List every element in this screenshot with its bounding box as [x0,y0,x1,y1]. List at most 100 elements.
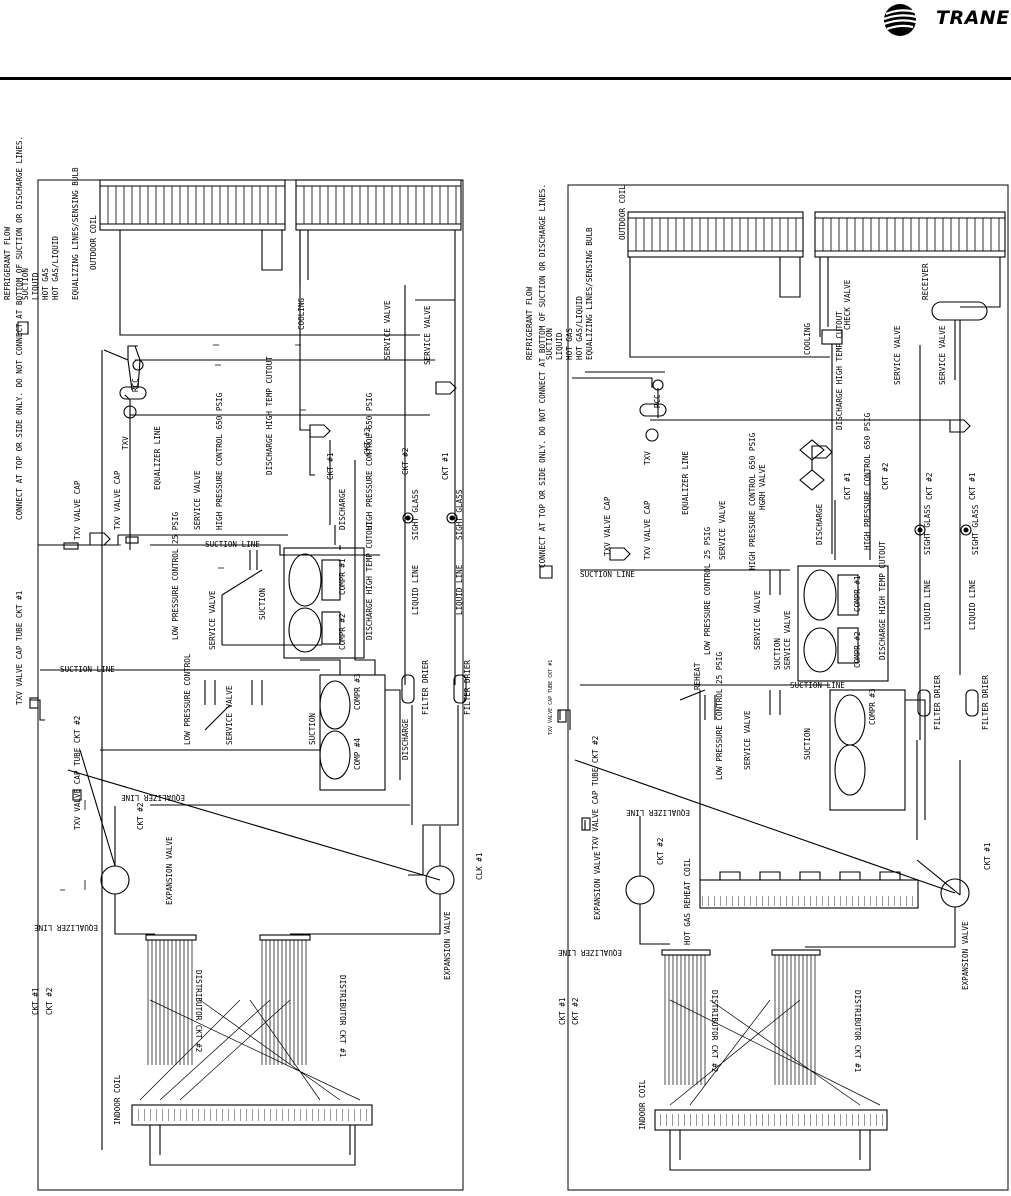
right-filter-drier-label-2: FILTER DRIER [981,675,990,730]
legend-item: HOT GAS [565,328,574,360]
legend-item: REFRIGERANT FLOW [3,226,12,300]
left-filter-drier-b [453,674,467,704]
receiver [931,301,988,321]
right-compr-box-a [797,565,889,682]
left-ckt1-label: CKT #1 [326,452,335,480]
right-hp-control-label: HIGH PRESSURE CONTROL 650 PSIG [748,432,757,570]
right-expansion-valve-a [625,875,655,905]
right-distributor1-label: DISTRIBUTOR CKT #1 [853,990,862,1073]
left-sight-glass-b [446,512,458,524]
left-suction-label: SUCTION [258,588,267,620]
right-ckt1-label-2: CKT #1 [968,472,977,500]
left-txv-cap-label: TXV VALVE CAP [73,480,82,540]
left-txv-cap-tube2-label: TXV VALVE CAP TUBE CKT #2 [73,716,82,830]
left-ckt2-label: CKT #2 [363,428,372,455]
left-expansion-valve-label-2: EXPANSION VALVE [443,911,452,980]
legend-item: EQUALIZING LINES/SENSING BULB [71,167,80,300]
right-filter-drier-label: FILTER DRIER [933,675,942,730]
left-lp-control-label: LOW PRESSURE CONTROL 25 PSIG [171,512,180,640]
connection-note: CONNECT AT TOP OR SIDE ONLY. DO NOT CONN… [15,136,24,520]
left-suction-label-2: SUCTION [308,713,317,745]
left-outdoor-coil-label: OUTDOOR COIL [89,215,98,270]
outdoor-coil-block-c [627,211,804,258]
left-compr-box-a [283,547,365,659]
header-rule [0,77,1011,80]
left-distributor1-label: DISTRIBUTOR CKT #1 [338,975,347,1058]
left-filter-drier-label: FILTER DRIER [421,660,430,715]
left-compr3-label: COMPR #3 [353,673,362,710]
left-sight-glass-label: SIGHT GLASS [411,489,420,540]
legend-item: SUCTION [545,328,554,360]
right-discharge-cutout-label-2: DISCHARGE HIGH TEMP CUTOUT [878,541,887,660]
right-suction-label: SUCTION [773,638,782,670]
right-compr-box-b [829,689,906,811]
right-service-valve-label: SERVICE VALVE [893,325,902,385]
outdoor-coil-block-a [99,179,286,231]
left-suction-line-label-2: SUCTION LINE [60,665,115,674]
right-suction-line-label: SUCTION LINE [580,570,635,579]
right-ckt1-label-3: CKT #1 [983,842,992,870]
left-ckt2-label-2: CKT #2 [401,448,410,475]
left-compr-box-b [319,674,386,791]
left-ckt1-label-3: CKT #1 [31,987,40,1015]
right-schematic [539,184,1009,1191]
left-indoor-coil-label: INDOOR COIL [113,1074,122,1125]
left-discharge-label: DISCHARGE [338,488,347,530]
left-filter-drier-a [401,674,415,704]
right-hgrh-label: HGRH VALVE [758,464,767,510]
right-legend: REFRIGERANT FLOW SUCTION LIQUID HOT GAS … [525,227,594,360]
right-receiver-label: RECEIVER [921,263,930,300]
right-outdoor-coil-label: OUTDOOR COIL [618,185,627,240]
left-ckt2-label-3: CKT #2 [136,803,145,830]
left-service-valve-label-4: SERVICE VALVE [208,590,217,650]
right-reheat-coil-label: HOT GAS REHEAT COIL [683,858,692,945]
hot-gas-reheat-coil [699,879,919,909]
left-txv-label: TXV [121,436,130,450]
legend-item: LIQUID [555,332,564,360]
left-service-valve-label-3: SERVICE VALVE [193,470,202,530]
left-liquid-line-label: LIQUID LINE [411,564,420,615]
left-lp-control-label-2: LOW PRESSURE CONTROL [183,653,192,745]
left-equalizer-label-2: EQUALIZER LINE [121,793,185,802]
right-lp-control-label-2: LOW PRESSURE CONTROL 25 PSIG [715,652,724,780]
legend-item: SUCTION [21,268,30,300]
right-txv-cap-label-2: TXV VALVE CAP [643,500,652,560]
right-distributor2-label: DISTRIBUTOR CKT #2 [710,990,719,1072]
left-liquid-line-label-2: LIQUID LINE [455,564,464,615]
right-txv-cap-label: TXV VALVE CAP [603,496,612,556]
left-discharge-label-2: DISCHARGE [401,718,410,760]
left-expansion-valve-label: EXPANSION VALVE [165,836,174,905]
left-hp-control-label-2: HIGH PRESSURE CONTROL 650 PSIG [365,392,374,530]
right-rcc-label: RCC [653,394,662,408]
right-equalizer-label: EQUALIZER LINE [681,451,690,515]
left-comp4-label: COMP #4 [353,738,362,770]
legend-item: HOT GAS/LIQUID [575,296,584,360]
right-lp-control-label: LOW PRESSURE CONTROL 25 PSIG [703,527,712,655]
left-cooling-label: COOLING [297,298,306,330]
page-header: TRANE [0,0,1011,80]
left-filter-drier-label-2: FILTER DRIER [463,660,472,715]
left-service-valve-label: SERVICE VALVE [383,300,392,360]
right-compr1-label: COMPR #1 [853,575,862,612]
right-suction-label-2: SUCTION [803,728,812,760]
right-ckt2-label: CKT #2 [881,463,890,490]
right-connection-note: CONNECT AT TOP OR SIDE ONLY. DO NOT CONN… [538,184,547,568]
left-schematic [17,179,467,1191]
right-sight-glass-label-2: SIGHT GLASS [971,504,980,555]
left-service-valve-label-5: SERVICE VALVE [225,685,234,745]
left-rcc-label: RCC [131,378,140,392]
right-txv-cap-tube2-label: TXV VALVE CAP TUBE CKT #2 [591,736,600,850]
right-hp-control-label-2: HIGH PRESSURE CONTROL 650 PSIG [863,412,872,550]
right-indoor-coil-label: INDOOR COIL [638,1079,647,1130]
left-hp-control-label: HIGH PRESSURE CONTROL 650 PSIG [215,392,224,530]
right-cooling-label: COOLING [803,323,812,355]
right-sight-glass-label: SIGHT GLASS [923,504,932,555]
left-sight-glass-label-2: SIGHT GLASS [455,489,464,540]
legend-item: HOT GAS/LIQUID [51,236,60,300]
right-suction-line-label-2: SUCTION LINE [790,681,845,690]
right-ckt2-label-2: CKT #2 [925,473,934,500]
right-equalizer-label-2: EQUALIZER LINE [626,808,690,817]
left-ckt1-label-2: CKT #1 [441,452,450,480]
right-service-valve-label-4: SERVICE VALVE [753,590,762,650]
